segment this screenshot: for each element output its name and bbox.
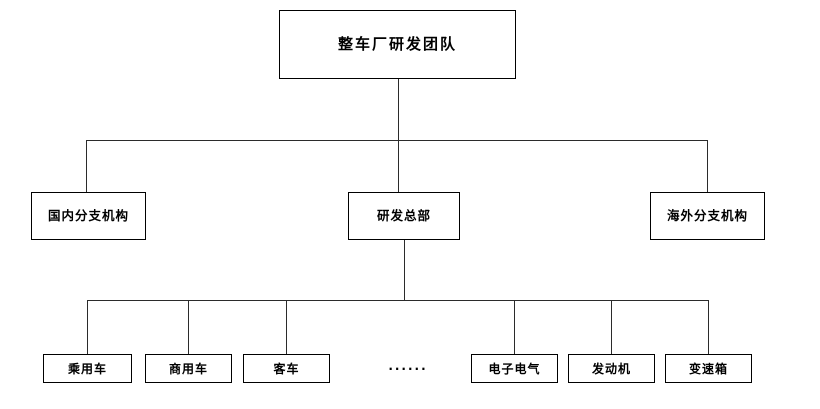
node-bus-vehicle[interactable]: 客车 [243, 354, 330, 383]
connector-drop-transmission [708, 300, 709, 354]
connector-drop-overseas [707, 140, 708, 192]
node-domestic-branch[interactable]: 国内分支机构 [31, 192, 146, 240]
connector-drop-passenger-vehicle [87, 300, 88, 354]
connector-headquarters-down [404, 240, 405, 300]
node-root[interactable]: 整车厂研发团队 [279, 10, 516, 79]
connector-drop-electronics [514, 300, 515, 354]
connector-drop-headquarters [398, 140, 399, 192]
node-transmission[interactable]: 变速箱 [665, 354, 752, 383]
connector-level2-bus [86, 140, 708, 141]
connector-drop-commercial-vehicle [188, 300, 189, 354]
node-overseas-branch[interactable]: 海外分支机构 [650, 192, 765, 240]
connector-drop-bus-vehicle [286, 300, 287, 354]
connector-level3-bus [87, 300, 708, 301]
node-rd-headquarters[interactable]: 研发总部 [348, 192, 460, 240]
node-engine[interactable]: 发动机 [568, 354, 655, 383]
node-passenger-vehicle[interactable]: 乘用车 [43, 354, 132, 383]
node-electronics-electrical[interactable]: 电子电气 [471, 354, 558, 383]
connector-drop-domestic [86, 140, 87, 192]
node-commercial-vehicle[interactable]: 商用车 [145, 354, 232, 383]
connector-drop-engine [611, 300, 612, 354]
connector-root-down [398, 79, 399, 140]
node-ellipsis: ······ [388, 362, 428, 376]
